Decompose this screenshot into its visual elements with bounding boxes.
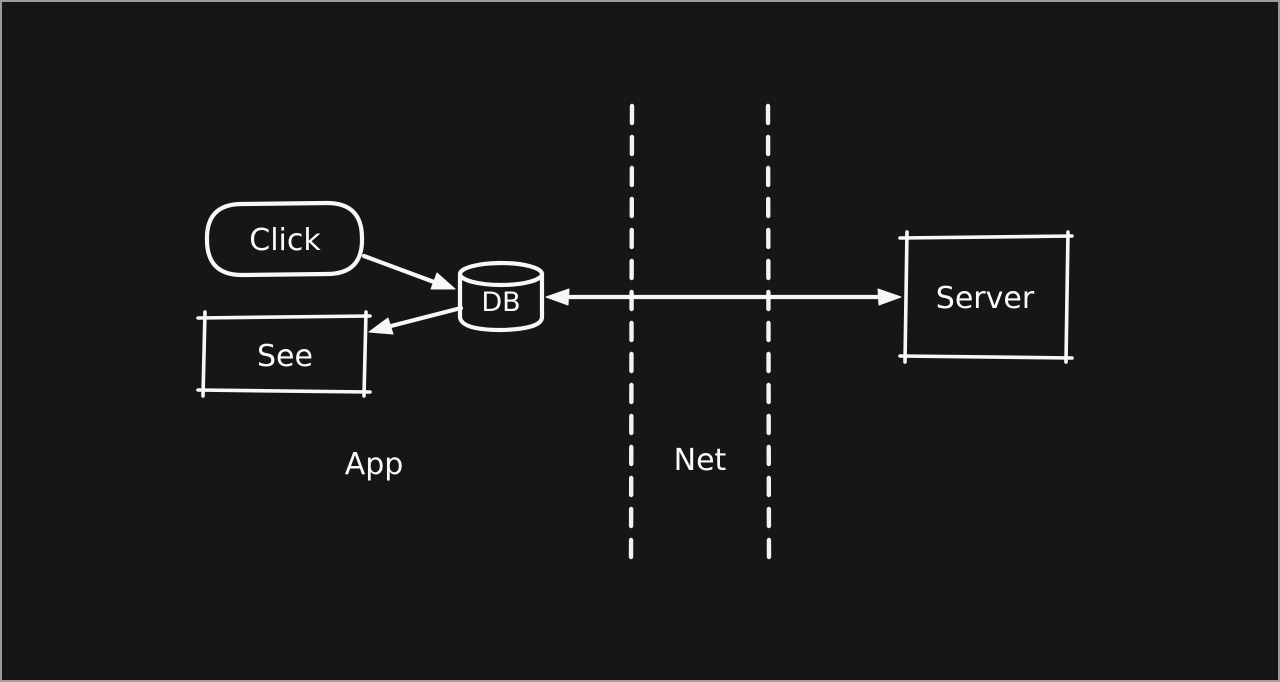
net-boundary-right-dashed-line[interactable] [765, 103, 772, 573]
db-label: DB [481, 287, 520, 318]
node-db[interactable]: DB [457, 260, 545, 333]
arrow-db-server[interactable] [545, 288, 902, 306]
see-label: See [257, 339, 313, 374]
click-pill-shape [204, 200, 365, 278]
arrow-click-to-db[interactable] [361, 253, 456, 290]
click-label: Click [249, 223, 321, 258]
net-boundary-left-dashed-line[interactable] [628, 103, 635, 573]
db-cylinder-top [457, 260, 545, 288]
net-zone-label[interactable]: Net [674, 443, 727, 478]
arrow-db-to-see[interactable] [368, 305, 464, 335]
server-label: Server [936, 281, 1035, 316]
node-see[interactable]: See [196, 310, 372, 398]
node-server[interactable]: Server [898, 230, 1074, 364]
node-click[interactable]: Click [204, 200, 365, 278]
db-cylinder-body [457, 271, 545, 333]
app-zone-label[interactable]: App [345, 447, 404, 482]
